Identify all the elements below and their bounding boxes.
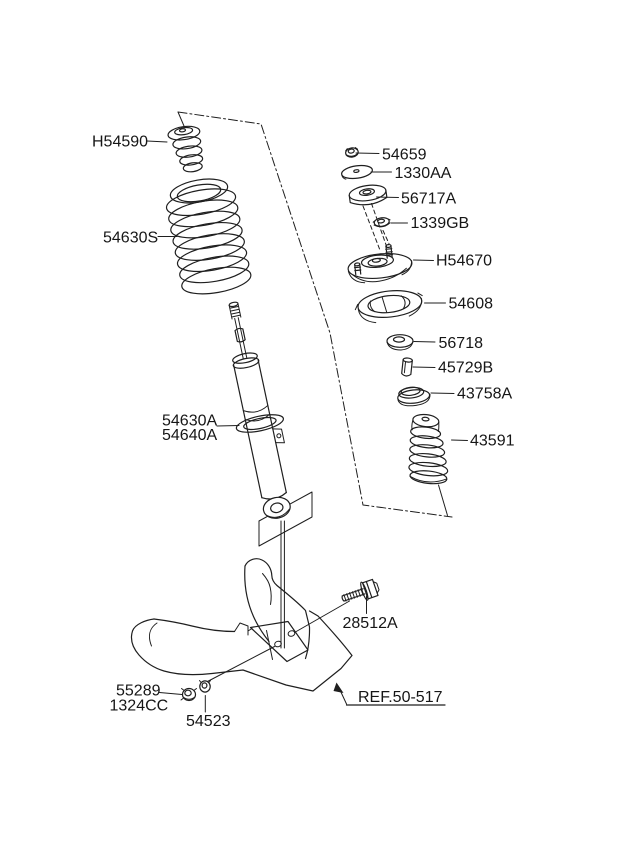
lower-arm-drawing — [130, 558, 353, 692]
bolt-drawing — [341, 578, 380, 602]
insulator-56717a-drawing — [348, 184, 388, 206]
label-54630s[interactable]: 54630S — [103, 230, 158, 247]
label-55289[interactable]: 55289 — [116, 683, 161, 700]
label-1330aa[interactable]: 1330AA — [395, 165, 452, 182]
label-54523[interactable]: 54523 — [186, 713, 231, 730]
label-56718[interactable]: 56718 — [439, 335, 484, 352]
ref-link-50-517[interactable]: REF.50-517 — [358, 689, 443, 706]
nut-1339gb-drawing — [372, 217, 391, 228]
leader-lines — [146, 140, 468, 713]
washer-54523-drawing — [199, 680, 211, 693]
ref-arrow — [333, 682, 446, 706]
strut-mount-h54670-drawing — [347, 243, 413, 284]
label-54640a[interactable]: 54640A — [162, 427, 217, 444]
label-1339gb[interactable]: 1339GB — [411, 215, 470, 232]
label-45729b[interactable]: 45729B — [438, 360, 493, 377]
bump-stopper-drawing — [167, 125, 204, 173]
washer-1330aa-drawing — [341, 164, 373, 180]
bushing-56718-drawing — [386, 334, 414, 351]
cap-43758a-drawing — [397, 386, 431, 407]
label-43758a[interactable]: 43758A — [457, 386, 512, 403]
nut-54659-drawing — [345, 146, 359, 158]
label-h54670[interactable]: H54670 — [436, 253, 492, 270]
shock-rod-extension-line — [280, 520, 285, 649]
phantom-boundary-line — [177, 111, 453, 518]
dust-cover-43591-drawing — [408, 413, 449, 485]
spacer-45729b-drawing — [401, 357, 413, 377]
assembly-alignment-lines — [362, 203, 390, 252]
label-54608[interactable]: 54608 — [449, 296, 494, 313]
label-54630a[interactable]: 54630A — [162, 413, 217, 430]
label-54659[interactable]: 54659 — [382, 147, 427, 164]
label-56717a[interactable]: 56717A — [401, 191, 456, 208]
mounting-plane-drawing — [258, 491, 313, 547]
label-h54590[interactable]: H54590 — [92, 134, 148, 151]
shock-absorber-drawing — [228, 301, 291, 519]
coil-spring-drawing — [165, 178, 252, 295]
label-28512a[interactable]: 28512A — [343, 615, 398, 632]
arrowhead-icon — [333, 682, 344, 693]
spring-seat-54608-drawing — [354, 290, 423, 324]
label-1324cc[interactable]: 1324CC — [110, 698, 169, 715]
label-43591[interactable]: 43591 — [470, 433, 515, 450]
